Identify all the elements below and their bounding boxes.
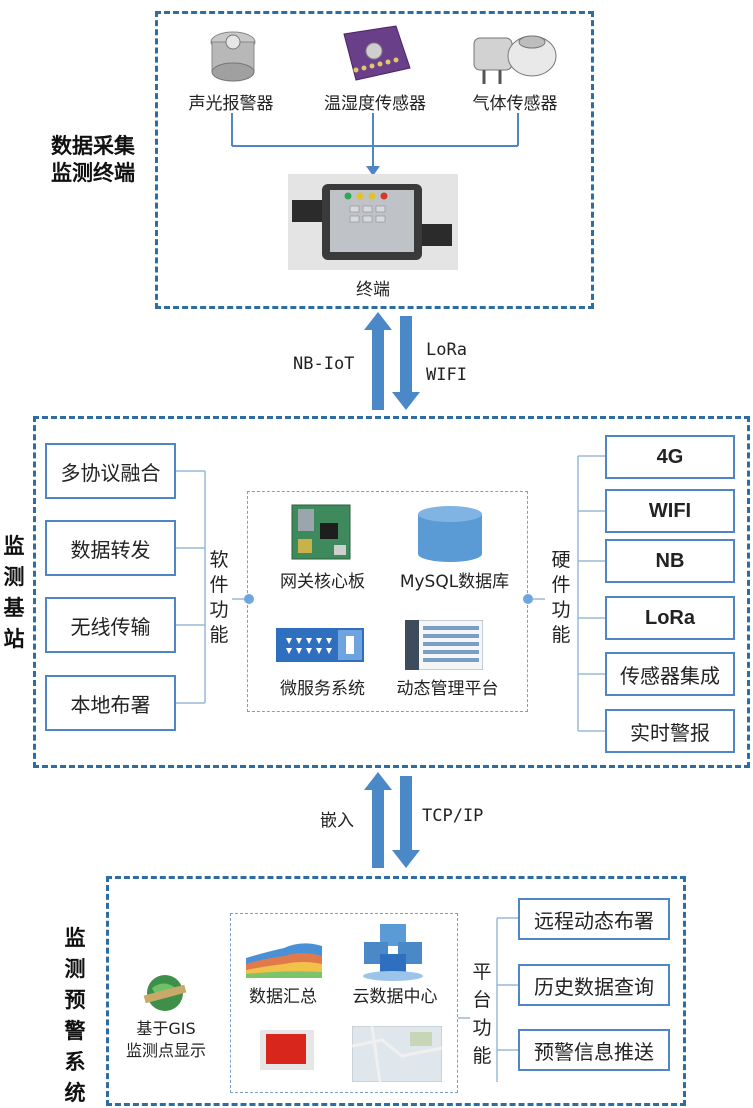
- sound-light-alarm-icon: [203, 28, 263, 86]
- hardware-item-realtime-alarm: 实时警报: [605, 709, 735, 753]
- label-char: 能: [551, 624, 571, 646]
- label-char: 硬: [551, 549, 571, 571]
- title-char: 监: [64, 925, 86, 950]
- title-char: 监: [3, 533, 25, 558]
- platform-function-label: 平 台 功 能: [470, 958, 494, 1070]
- collection-terminal-title: 数据采集 监测终端: [38, 132, 148, 186]
- core-item-management-platform: 动态管理平台: [396, 679, 499, 699]
- hardware-item-lora: LoRa: [605, 596, 735, 640]
- gis-line: 基于GIS: [136, 1019, 196, 1038]
- label-char: 能: [472, 1045, 492, 1067]
- title-char: 警: [64, 1018, 86, 1043]
- nb-iot-label: NB-IoT: [293, 354, 355, 374]
- microservice-icon: [276, 626, 364, 666]
- title-char: 预: [64, 987, 86, 1012]
- label-char: 件: [209, 574, 229, 596]
- title-char: 测: [64, 956, 86, 981]
- title-char: 测: [3, 564, 25, 589]
- label-char: 台: [472, 989, 492, 1011]
- platform-item-history-query: 历史数据查询: [518, 964, 670, 1006]
- alert-screen-icon: [256, 1028, 318, 1082]
- software-function-label: 软 件 功 能: [207, 548, 231, 648]
- label-char: 功: [551, 599, 571, 621]
- sensor-label-humidity: 温湿度传感器: [324, 94, 426, 114]
- terminal-device-image: [288, 174, 458, 270]
- connector-lines: [176, 113, 605, 1082]
- sensor-label-gas: 气体传感器: [472, 94, 558, 114]
- wifi-label: WIFI: [426, 365, 467, 385]
- gis-map-screen-icon: [352, 1026, 442, 1082]
- lora-label: LoRa: [426, 340, 467, 360]
- core-components-panel: [247, 491, 528, 712]
- management-platform-icon: [405, 620, 483, 670]
- warning-system-title: 监 测 预 警 系 统: [60, 922, 90, 1108]
- software-item-data-forwarding: 数据转发: [45, 520, 176, 576]
- gateway-board-icon: [290, 503, 352, 561]
- software-item-protocol-fusion: 多协议融合: [45, 443, 176, 499]
- label-char: 件: [551, 574, 571, 596]
- label-char: 功: [472, 1017, 492, 1039]
- humidity-sensor-board-icon: [334, 24, 414, 84]
- database-icon: [416, 505, 484, 563]
- tcpip-downlink-arrow: [392, 776, 420, 868]
- title-line: 监测终端: [51, 160, 135, 185]
- hardware-item-wifi: WIFI: [605, 489, 735, 533]
- label-char: 功: [209, 599, 229, 621]
- center-item-cloud-datacenter: 云数据中心: [352, 987, 438, 1007]
- hardware-function-label: 硬 件 功 能: [549, 548, 573, 648]
- cloud-datacenter-icon: [358, 922, 428, 982]
- hardware-item-nb: NB: [605, 539, 735, 583]
- uplink-arrow: [364, 312, 392, 410]
- title-char: 站: [3, 626, 25, 651]
- monitoring-station-title: 监 测 基 站: [0, 530, 28, 654]
- software-item-local-deploy: 本地布署: [45, 675, 176, 731]
- embed-label: 嵌入: [320, 811, 354, 831]
- gas-sensor-icon: [470, 28, 560, 88]
- platform-item-alert-push: 预警信息推送: [518, 1029, 670, 1071]
- data-summary-chart-icon: [246, 932, 322, 978]
- sensor-label-alarm: 声光报警器: [188, 94, 274, 114]
- core-item-mysql-db: MySQL数据库: [399, 572, 510, 592]
- center-item-data-summary: 数据汇总: [249, 987, 317, 1007]
- label-char: 能: [209, 624, 229, 646]
- terminal-label: 终端: [356, 280, 390, 300]
- gis-line: 监测点显示: [125, 1041, 206, 1060]
- title-char: 系: [64, 1049, 86, 1074]
- collection-terminal-panel: [155, 11, 594, 309]
- software-item-wireless-transfer: 无线传输: [45, 597, 176, 653]
- gis-globe-icon: [140, 970, 190, 1016]
- monitoring-station-panel: [33, 416, 750, 768]
- label-char: 平: [472, 961, 492, 983]
- hardware-item-4g: 4G: [605, 435, 735, 479]
- platform-item-remote-deploy: 远程动态布署: [518, 898, 670, 940]
- label-char: 软: [209, 549, 229, 571]
- core-item-gateway-board: 网关核心板: [280, 572, 365, 592]
- hardware-item-sensor-integration: 传感器集成: [605, 652, 735, 696]
- title-line: 数据采集: [51, 133, 135, 158]
- gis-label: 基于GIS 监测点显示: [108, 1018, 224, 1062]
- title-char: 基: [3, 595, 25, 620]
- core-item-microservice: 微服务系统: [280, 679, 365, 699]
- tcpip-label: TCP/IP: [422, 806, 484, 826]
- downlink-arrow: [392, 316, 420, 410]
- embed-uplink-arrow: [364, 772, 392, 868]
